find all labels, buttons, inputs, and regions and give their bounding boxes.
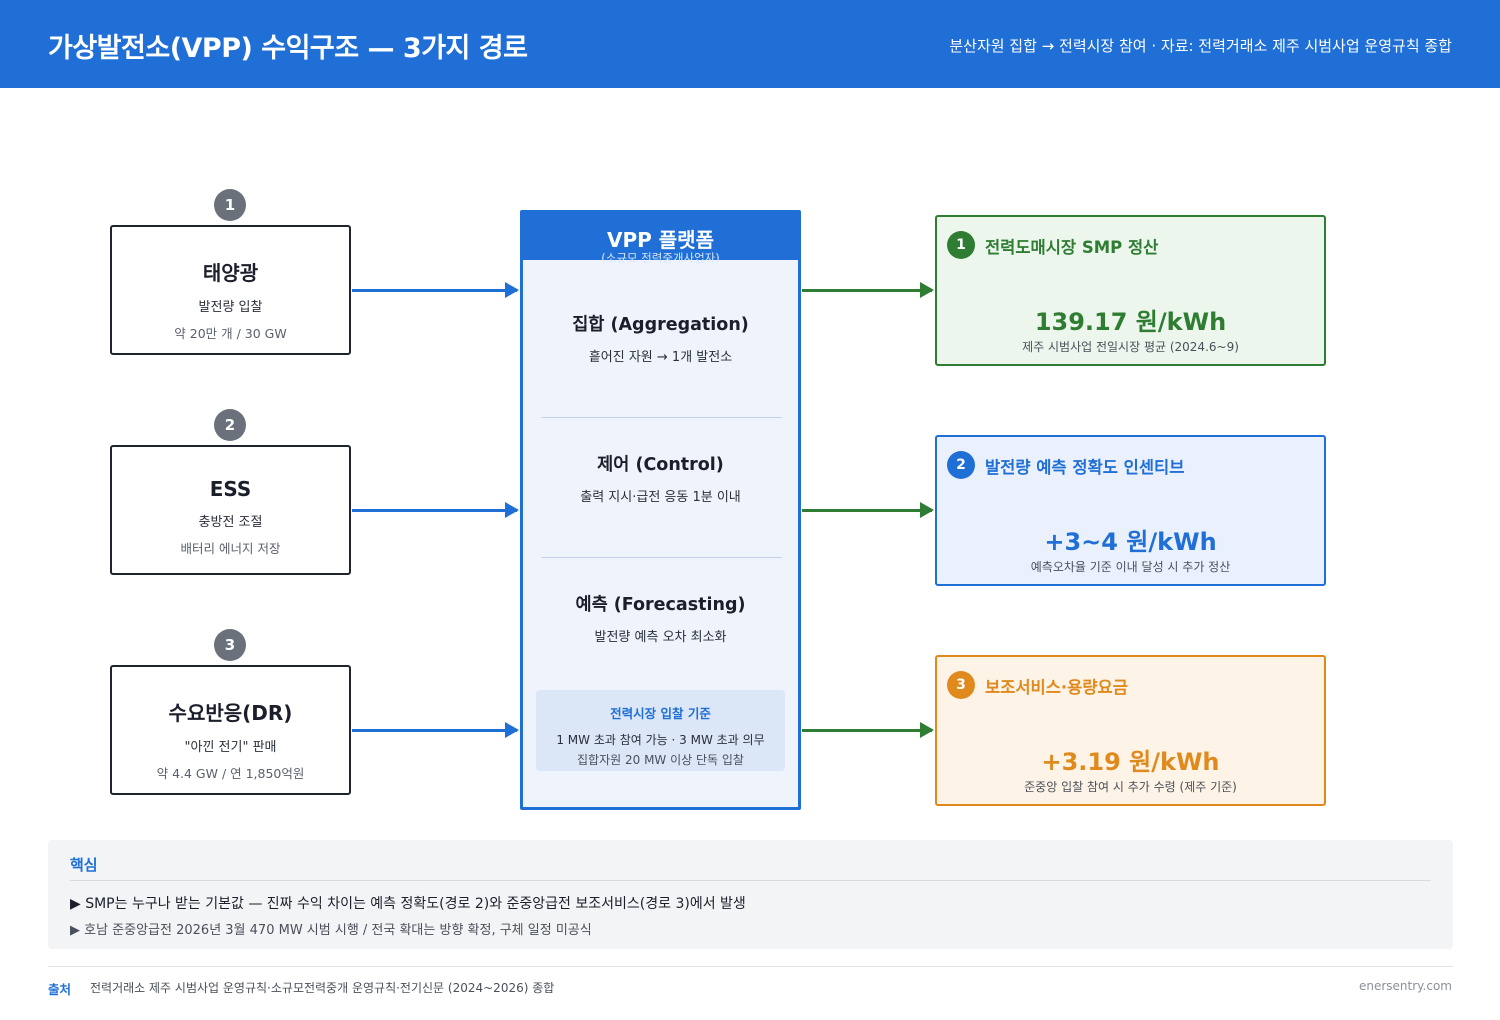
source-desc: 발전량 입찰 (198, 300, 263, 315)
header-bar: 가상발전소(VPP) 수익구조 — 3가지 경로 분산자원 집합 → 전력시장 … (0, 0, 1500, 88)
revenue-note: 제주 시범사업 전일시장 평균 (2024.6~9) (1022, 340, 1239, 354)
revenue-note: 예측오차율 기준 이내 달성 시 추가 정산 (1030, 560, 1231, 574)
source-box-solar: 태양광 발전량 입찰 약 20만 개 / 30 GW (110, 225, 351, 355)
page-title: 가상발전소(VPP) 수익구조 — 3가지 경로 (48, 33, 528, 64)
footer-divider (48, 966, 1453, 967)
key-takeaways-panel: 핵심 ▶ SMP는 누구나 받는 기본값 — 진짜 수익 차이는 예측 정확도(… (48, 840, 1453, 949)
source-badge-solar: 1 (214, 189, 246, 221)
key-point: ▶ 호남 준중앙급전 2026년 3월 470 MW 시범 시행 / 전국 확대… (70, 923, 592, 938)
arrow-platform-to-incentive (802, 502, 934, 518)
criteria-line: 집합자원 20 MW 이상 단독 입찰 (577, 753, 744, 767)
function-desc: 출력 지시·급전 응동 1분 이내 (580, 490, 741, 505)
platform-function-forecasting: 예측 (Forecasting) 발전량 예측 오차 최소화 (523, 591, 798, 645)
arrow-platform-to-smp (802, 282, 934, 298)
platform-subtitle: (소규모 전력중개사업자) (601, 251, 720, 265)
platform-divider (541, 417, 782, 418)
arrow-ess-to-platform (352, 502, 519, 518)
source-badge-dr: 3 (214, 629, 246, 661)
source-desc: "아낀 전기" 판매 (184, 740, 277, 755)
revenue-title: 보조서비스·용량요금 (985, 678, 1128, 697)
source-detail: 배터리 에너지 저장 (180, 541, 281, 556)
function-title: 예측 (Forecasting) (575, 595, 746, 615)
source-title: 수요반응(DR) (168, 701, 293, 725)
footer-source-label: 출처 (48, 982, 72, 997)
revenue-value: 139.17 원/kWh (1034, 308, 1227, 336)
source-detail: 약 4.4 GW / 연 1,850억원 (156, 766, 305, 781)
source-detail: 약 20만 개 / 30 GW (174, 326, 287, 341)
revenue-box-incentive: 2 발전량 예측 정확도 인센티브 +3~4 원/kWh 예측오차율 기준 이내… (935, 435, 1326, 586)
revenue-value: +3~4 원/kWh (1044, 528, 1217, 556)
platform-function-aggregation: 집합 (Aggregation) 흩어진 자원 → 1개 발전소 (523, 311, 798, 365)
revenue-value: +3.19 원/kWh (1041, 748, 1220, 776)
revenue-title: 전력도매시장 SMP 정산 (985, 238, 1159, 257)
arrow-platform-to-ancillary (802, 722, 934, 738)
footer-source-text: 전력거래소 제주 시범사업 운영규칙·소규모전력중개 운영규칙·전기신문 (20… (90, 981, 555, 995)
market-bid-criteria: 전력시장 입찰 기준 1 MW 초과 참여 가능 · 3 MW 초과 의무 집합… (536, 690, 785, 771)
function-desc: 발전량 예측 오차 최소화 (594, 630, 727, 645)
key-divider (70, 880, 1431, 881)
function-desc: 흩어진 자원 → 1개 발전소 (588, 350, 733, 365)
revenue-title: 발전량 예측 정확도 인센티브 (985, 458, 1185, 477)
revenue-note: 준중앙 입찰 참여 시 추가 수령 (제주 기준) (1024, 780, 1237, 794)
revenue-number-badge: 1 (947, 231, 975, 259)
source-badge-ess: 2 (214, 409, 246, 441)
footer-site: enersentry.com (1358, 979, 1452, 993)
key-title: 핵심 (70, 856, 98, 874)
revenue-number-badge: 3 (947, 671, 975, 699)
arrow-solar-to-platform (352, 282, 519, 298)
platform-title: VPP 플랫폼 (607, 228, 714, 252)
page-subtitle: 분산자원 집합 → 전력시장 참여 · 자료: 전력거래소 제주 시범사업 운영… (949, 37, 1452, 55)
source-desc: 충방전 조절 (198, 515, 263, 530)
vpp-platform-box: VPP 플랫폼 (소규모 전력중개사업자) 집합 (Aggregation) 흩… (520, 210, 801, 810)
revenue-box-ancillary: 3 보조서비스·용량요금 +3.19 원/kWh 준중앙 입찰 참여 시 추가 … (935, 655, 1326, 806)
source-title: 태양광 (202, 261, 259, 285)
function-title: 제어 (Control) (597, 455, 724, 475)
key-point: ▶ SMP는 누구나 받는 기본값 — 진짜 수익 차이는 예측 정확도(경로 … (70, 896, 746, 912)
source-box-dr: 수요반응(DR) "아낀 전기" 판매 약 4.4 GW / 연 1,850억원 (110, 665, 351, 795)
criteria-line: 1 MW 초과 참여 가능 · 3 MW 초과 의무 (556, 733, 765, 747)
function-title: 집합 (Aggregation) (572, 315, 749, 335)
platform-function-control: 제어 (Control) 출력 지시·급전 응동 1분 이내 (523, 451, 798, 505)
criteria-title: 전력시장 입찰 기준 (610, 706, 711, 721)
platform-divider (541, 557, 782, 558)
arrow-dr-to-platform (352, 722, 519, 738)
source-box-ess: ESS 충방전 조절 배터리 에너지 저장 (110, 445, 351, 575)
platform-header: VPP 플랫폼 (소규모 전력중개사업자) (523, 213, 798, 265)
source-title: ESS (209, 477, 252, 501)
revenue-box-smp: 1 전력도매시장 SMP 정산 139.17 원/kWh 제주 시범사업 전일시… (935, 215, 1326, 366)
revenue-number-badge: 2 (947, 451, 975, 479)
